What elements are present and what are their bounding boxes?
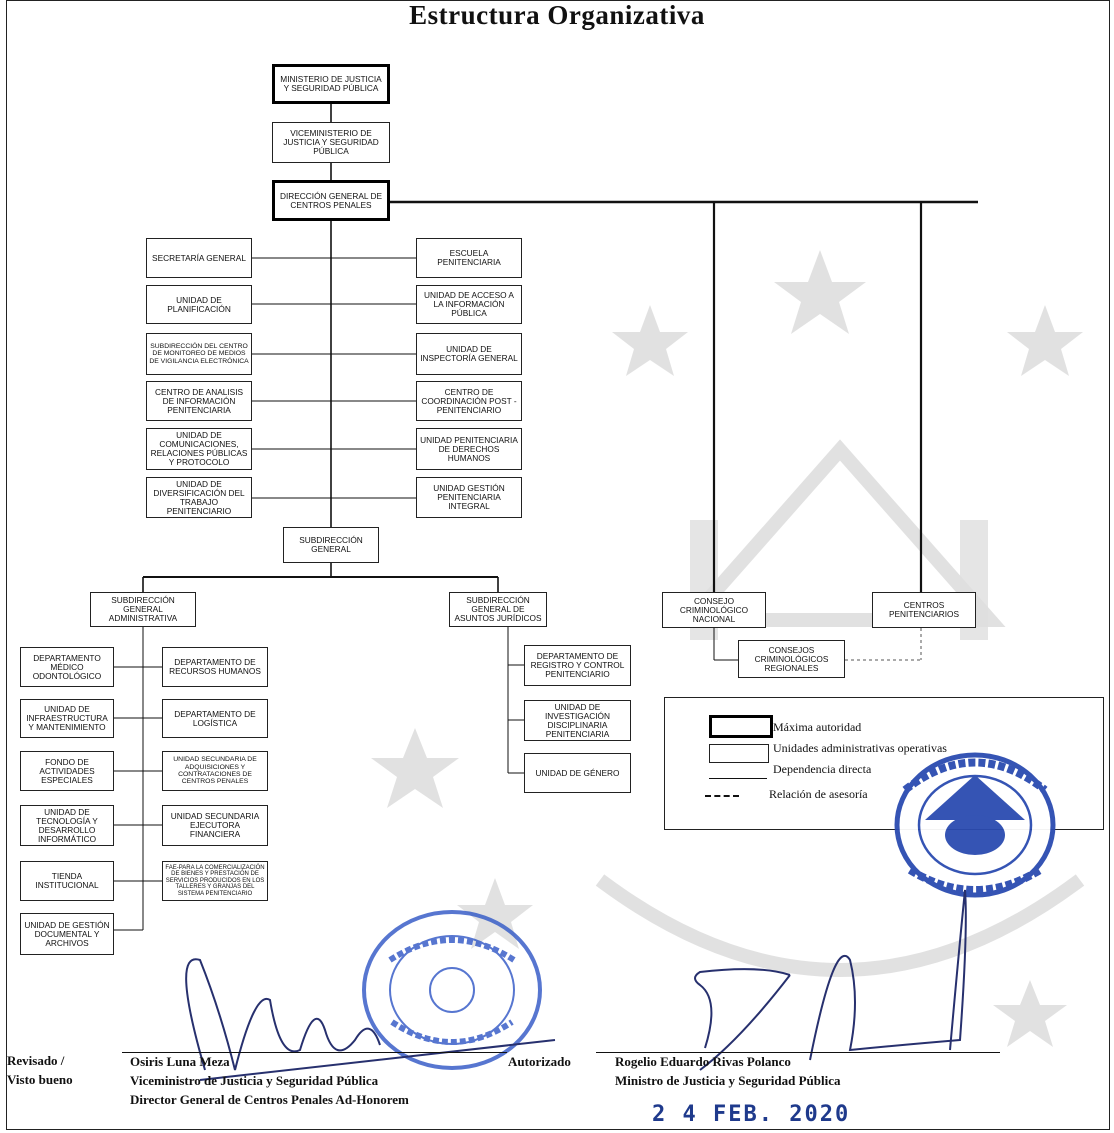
legend-advisory-symbol [705,795,739,797]
node-unidad-ejecutora: UNIDAD SECUNDARIA EJECUTORA FINANCIERA [162,805,268,846]
node-unidad-tecnologia: UNIDAD DE TECNOLOGÍA Y DESARROLLO INFORM… [20,805,114,846]
node-unidad-diversificacion: UNIDAD DE DIVERSIFICACIÓN DEL TRABAJO PE… [146,477,252,518]
legend-advisory-label: Relación de asesoría [769,787,868,801]
legend-max-authority-symbol [709,715,773,738]
legend-max-authority-label: Máxima autoridad [773,720,862,734]
node-ministerio: MINISTERIO DE JUSTICIA Y SEGURIDAD PÚBLI… [272,64,390,104]
right-stamp [894,752,1056,898]
watermark-star [993,980,1067,1047]
node-consejos-regionales: CONSEJOS CRIMINOLÓGICOS REGIONALES [738,640,845,678]
node-unidad-derechos-humanos: UNIDAD PENITENCIARIA DE DERECHOS HUMANOS [416,428,522,470]
watermark-triangle [674,439,1006,627]
node-unidad-inspectoria: UNIDAD DE INSPECTORÍA GENERAL [416,333,522,375]
watermark-star [774,250,866,334]
legend-operative-units-symbol [709,744,769,763]
revisado-label: Revisado / [7,1053,65,1068]
node-unidad-acceso: UNIDAD DE ACCESO A LA INFORMACIÓN PÚBLIC… [416,285,522,324]
node-subdireccion-general: SUBDIRECCIÓN GENERAL [283,527,379,563]
node-centros-penitenciarios: CENTROS PENITENCIARIOS [872,592,976,628]
signature-left [185,958,556,1081]
node-subdireccion-monitoreo: SUBDIRECCIÓN DEL CENTRO DE MONITOREO DE … [146,333,252,375]
document-page [6,0,1110,1130]
left-stamp [362,910,542,1070]
watermark-star [1007,305,1083,376]
node-consejo-criminologico: CONSEJO CRIMINOLÓGICO NACIONAL [662,592,766,628]
node-unidad-gestion-integral: UNIDAD GESTIÓN PENITENCIARIA INTEGRAL [416,477,522,518]
watermark-star [371,728,459,808]
revisor-name: Osiris Luna Meza [130,1054,230,1069]
node-unidad-investigacion: UNIDAD DE INVESTIGACIÓN DISCIPLINARIA PE… [524,700,631,741]
autorizado-label: Autorizado [508,1054,571,1069]
legend-direct-dependency-label: Dependencia directa [773,762,872,776]
legend-direct-dependency-symbol [709,778,767,779]
revisor-title-1: Viceministro de Justicia y Seguridad Púb… [130,1073,379,1088]
autorizador-name: Rogelio Eduardo Rivas Polanco [615,1054,791,1069]
node-unidad-infraestructura: UNIDAD DE INFRAESTRUCTURA Y MANTENIMIENT… [20,699,114,738]
node-unidad-gestion-documental: UNIDAD DE GESTIÓN DOCUMENTAL Y ARCHIVOS [20,913,114,955]
revisor-title-2: Director General de Centros Penales Ad-H… [130,1092,409,1107]
node-unidad-comunicaciones: UNIDAD DE COMUNICACIONES, RELACIONES PÚB… [146,428,252,470]
watermark-star [457,878,533,949]
node-unidad-genero: UNIDAD DE GÉNERO [524,753,631,793]
node-subdireccion-juridicos: SUBDIRECCIÓN GENERAL DE ASUNTOS JURÍDICO… [449,592,547,627]
node-direccion-general: DIRECCIÓN GENERAL DE CENTROS PENALES [272,180,390,221]
node-subdireccion-administrativa: SUBDIRECCIÓN GENERAL ADMINISTRATIVA [90,592,196,627]
signature-right [694,889,967,1071]
page-title: Estructura Organizativa [409,0,705,30]
node-fondo-actividades: FONDO DE ACTIVIDADES ESPECIALES [20,751,114,791]
autorizador-title: Ministro de Justicia y Seguridad Pública [615,1073,841,1088]
watermark-star [612,305,688,376]
node-depto-logistica: DEPARTAMENTO DE LOGÍSTICA [162,699,268,738]
watermark-arch [595,874,1085,977]
node-escuela-penitenciaria: ESCUELA PENITENCIARIA [416,238,522,278]
visto-bueno-label: Visto bueno [7,1072,73,1087]
date-stamp: 2 4 FEB. 2020 [652,1102,851,1127]
node-centro-analisis: CENTRO DE ANALISIS DE INFORMACIÓN PENITE… [146,381,252,421]
node-depto-recursos-humanos: DEPARTAMENTO DE RECURSOS HUMANOS [162,647,268,687]
autorizador-signature-line [596,1052,1000,1053]
node-unidad-planificacion: UNIDAD DE PLANIFICACIÓN [146,285,252,324]
signatures [185,889,967,1081]
node-centro-coordinacion: CENTRO DE COORDINACIÓN POST - PENITENCIA… [416,381,522,421]
node-fae: FAE-PARA LA COMERCIALIZACIÓN DE BIENES Y… [162,861,268,901]
node-secretaria-general: SECRETARÍA GENERAL [146,238,252,278]
revisor-signature-line [122,1052,507,1053]
legend-operative-units-label: Unidades administrativas operativas [773,741,947,755]
node-tienda-institucional: TIENDA INSTITUCIONAL [20,861,114,901]
node-depto-registro: DEPARTAMENTO DE REGISTRO Y CONTROL PENIT… [524,645,631,686]
node-depto-medico: DEPARTAMENTO MÉDICO ODONTOLÓGICO [20,647,114,687]
node-unidad-adquisiciones: UNIDAD SECUNDARIA DE ADQUISICIONES Y CON… [162,751,268,791]
node-viceministerio: VICEMINISTERIO DE JUSTICIA Y SEGURIDAD P… [272,122,390,163]
